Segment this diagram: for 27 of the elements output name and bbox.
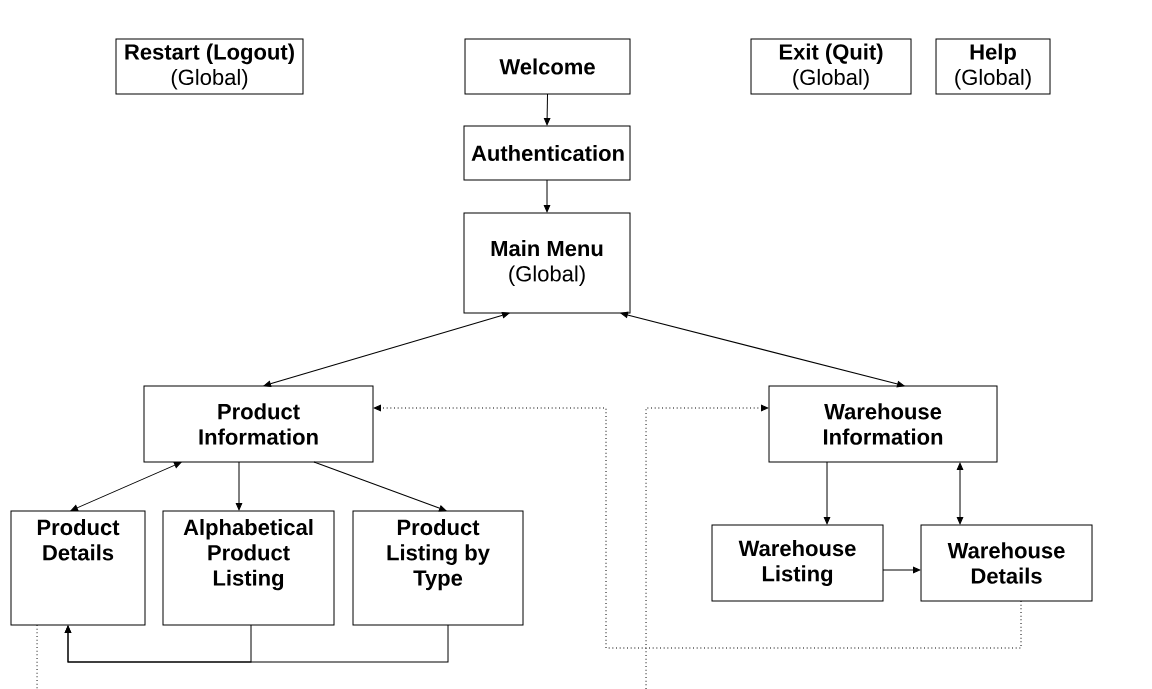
arrow — [882, 566, 921, 574]
screen-box: Restart (Logout) (Global) — [115, 38, 304, 95]
dotted-line — [36, 624, 38, 689]
screen-box: Alphabetical Product Listing — [162, 510, 335, 626]
screen-box: Warehouse Details — [920, 524, 1093, 602]
arrow — [543, 179, 551, 213]
screen-box: Main Menu (Global) — [463, 212, 631, 314]
screen-box: Exit (Quit) (Global) — [750, 38, 912, 95]
screen-box: Warehouse Information — [768, 385, 998, 463]
arrow — [620, 311, 905, 388]
arrow — [70, 462, 182, 511]
arrow — [64, 624, 449, 663]
screen-box: Help (Global) — [935, 38, 1051, 95]
screen-box: Authentication — [463, 125, 631, 181]
screen-box: Product Listing by Type — [352, 510, 524, 626]
screen-box: Warehouse Listing — [711, 524, 884, 602]
dotted-arrow — [373, 404, 1022, 649]
dotted-arrow — [645, 404, 769, 689]
arrow — [543, 93, 551, 126]
screen-box: Product Details — [10, 510, 146, 626]
arrow — [823, 461, 831, 525]
screen-box: Welcome — [464, 38, 631, 95]
arrow — [235, 461, 243, 511]
arrow — [263, 312, 510, 387]
screen-box: Product Information — [143, 385, 374, 463]
arrow — [313, 461, 447, 512]
arrow — [956, 462, 964, 525]
